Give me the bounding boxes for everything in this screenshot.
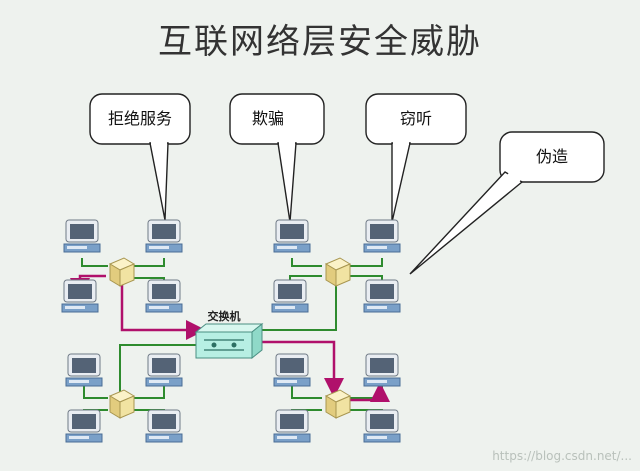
computer-icon (271, 279, 309, 313)
callout-forge: 伪造 (409, 131, 605, 275)
callout-dos: 拒绝服务 (89, 93, 191, 221)
callout-spoof-text: 欺骗 (252, 109, 284, 128)
hub-icon (109, 389, 135, 419)
computer-icon (363, 279, 401, 313)
callout-dos-text: 拒绝服务 (108, 109, 172, 128)
hub-icon (325, 389, 351, 419)
watermark: https://blog.csdn.net/... (492, 449, 632, 463)
computer-icon (363, 353, 401, 387)
switch-label: 交换机 (208, 309, 241, 323)
eavesdrop-arrow (350, 382, 390, 402)
callout-forge-text: 伪造 (536, 147, 568, 166)
computer-icon (61, 279, 99, 313)
computer-icon (65, 409, 103, 443)
hub-icon (109, 257, 135, 287)
callout-eavesdrop: 窃听 (365, 93, 467, 223)
computer-icon (145, 219, 183, 253)
computer-icon (65, 353, 103, 387)
computer-icon (145, 279, 183, 313)
callout-eavesdrop-text: 窃听 (400, 109, 432, 128)
computer-icon (273, 353, 311, 387)
computer-icon (363, 409, 401, 443)
callout-spoof: 欺骗 (229, 93, 325, 223)
page-title: 互联网络层安全威胁 (158, 22, 482, 62)
computer-icon (145, 409, 183, 443)
switch-device: 交换机 (194, 309, 264, 360)
computer-icon (63, 219, 101, 253)
computer-icon (273, 409, 311, 443)
hub-icon (325, 257, 351, 287)
computer-icon (363, 219, 401, 253)
computer-icon (145, 353, 183, 387)
computer-icon (273, 219, 311, 253)
